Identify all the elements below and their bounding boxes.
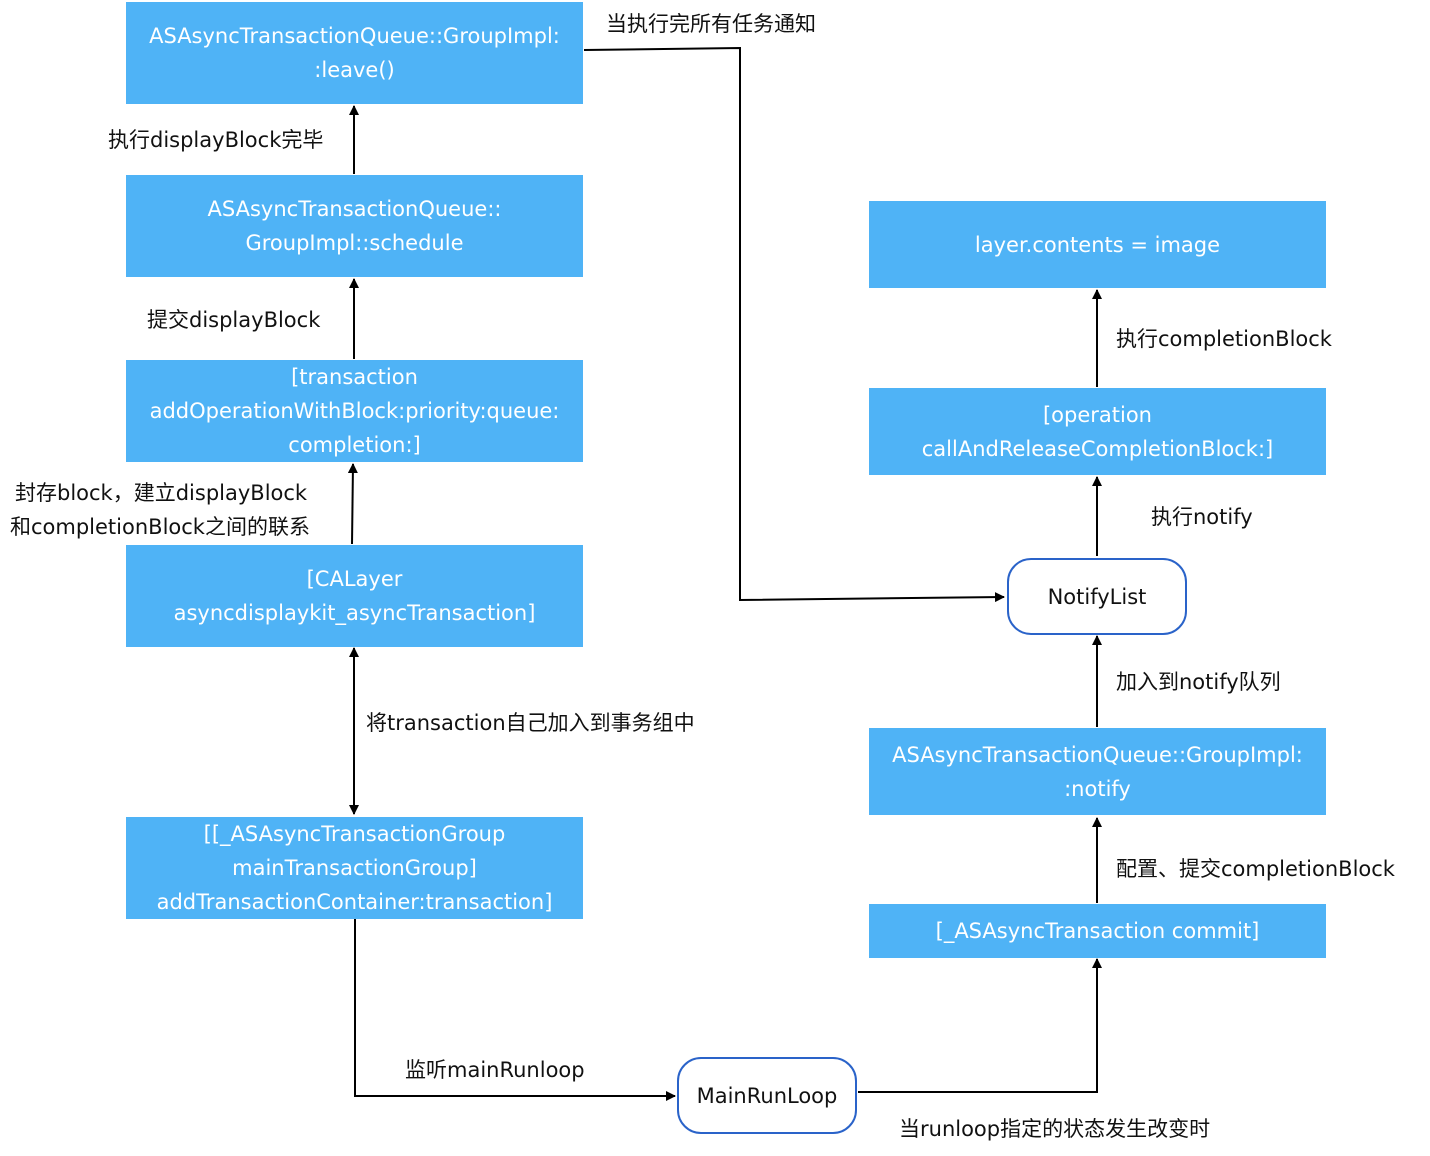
label-execute-notify: 执行notify xyxy=(1151,505,1253,529)
node-transaction-commit: [_ASAsyncTransaction commit] xyxy=(869,904,1326,958)
label-runloop-state-change: 当runloop指定的状态发生改变时 xyxy=(899,1117,1211,1141)
node-add-container: [[_ASAsyncTransactionGroup mainTransacti… xyxy=(126,817,583,919)
label-config-submit-completion: 配置、提交completionBlock xyxy=(1116,857,1395,881)
label-notify-all-done: 当执行完所有任务通知 xyxy=(606,12,816,36)
node-add-operation: [transaction addOperationWithBlock:prior… xyxy=(126,360,583,462)
node-notify-list: NotifyList xyxy=(1007,558,1187,635)
node-calayer-transaction: [CALayer asyncdisplaykit_asyncTransactio… xyxy=(126,545,583,647)
node-group-leave: ASAsyncTransactionQueue::GroupImpl: :lea… xyxy=(126,2,583,104)
edge-container-to-runloop xyxy=(354,919,676,1101)
edge-runloop-to-commit xyxy=(858,958,1102,1093)
edge-leave-to-list xyxy=(583,46,1005,603)
label-join-notify-queue: 加入到notify队列 xyxy=(1116,670,1281,694)
label-execute-completion: 执行completionBlock xyxy=(1116,327,1332,351)
label-listen-main-runloop: 监听mainRunloop xyxy=(405,1058,585,1082)
node-call-release-completion: [operation callAndReleaseCompletionBlock… xyxy=(869,388,1326,475)
label-display-block-done: 执行displayBlock完毕 xyxy=(108,128,324,152)
node-group-notify: ASAsyncTransactionQueue::GroupImpl: :not… xyxy=(869,728,1326,815)
node-group-schedule: ASAsyncTransactionQueue:: GroupImpl::sch… xyxy=(126,175,583,277)
label-seal-block-line2: 和completionBlock之间的联系 xyxy=(10,515,310,539)
label-submit-display-block: 提交displayBlock xyxy=(147,308,321,332)
node-layer-contents: layer.contents = image xyxy=(869,201,1326,288)
node-main-run-loop: MainRunLoop xyxy=(677,1057,857,1134)
label-seal-block-line1: 封存block，建立displayBlock xyxy=(15,481,308,505)
label-add-self-to-group: 将transaction自己加入到事务组中 xyxy=(366,711,695,735)
edge-calayer-to-addop xyxy=(347,463,358,545)
